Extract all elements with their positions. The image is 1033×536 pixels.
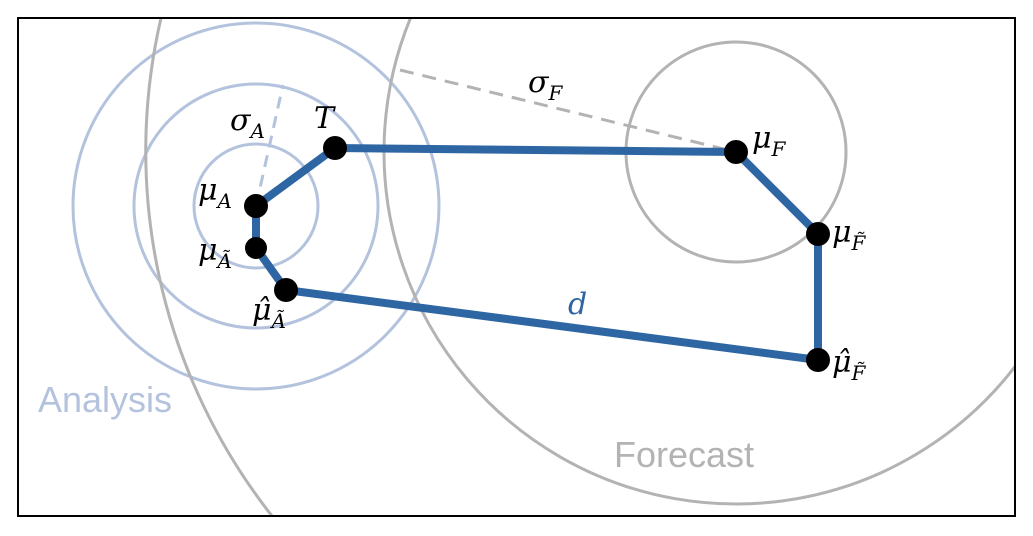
connection-path [252, 144, 822, 364]
sigma-a-dashed-line [254, 84, 285, 207]
point-t [323, 136, 347, 160]
label-mu-a-tilde: μÃ [198, 233, 232, 273]
label-mu-f: μF [752, 121, 787, 161]
point-mu-a-hat [274, 278, 298, 302]
point-mu-a-tilde [245, 237, 267, 259]
forecast-circle-middle [382, 18, 1015, 506]
analysis-label: Analysis [38, 379, 172, 420]
label-d: d [568, 287, 587, 322]
point-mu-f-tilde [806, 222, 830, 246]
frame-border [17, 17, 1016, 517]
analysis-circle-inner [192, 142, 320, 270]
analysis-circle-outer [71, 21, 441, 391]
point-mu-f-hat [806, 348, 830, 372]
label-sigma-f: σF [528, 65, 563, 105]
label-mu-f-tilde: μF̃ [832, 215, 867, 255]
point-mu-f [724, 140, 748, 164]
label-mu-f-hat: μ̂F̃ [832, 345, 867, 385]
label-t: T [314, 101, 336, 136]
label-sigma-a: σA [230, 103, 265, 143]
forecast-circle-outer [144, 18, 274, 516]
sigma-f-dashed-line [399, 68, 737, 154]
label-mu-a: μA [198, 173, 232, 213]
point-mu-a [244, 194, 268, 218]
forecast-label: Forecast [614, 434, 754, 475]
label-mu-a-hat: μ̂Ã [252, 293, 286, 333]
analysis-circle-middle [132, 82, 380, 330]
